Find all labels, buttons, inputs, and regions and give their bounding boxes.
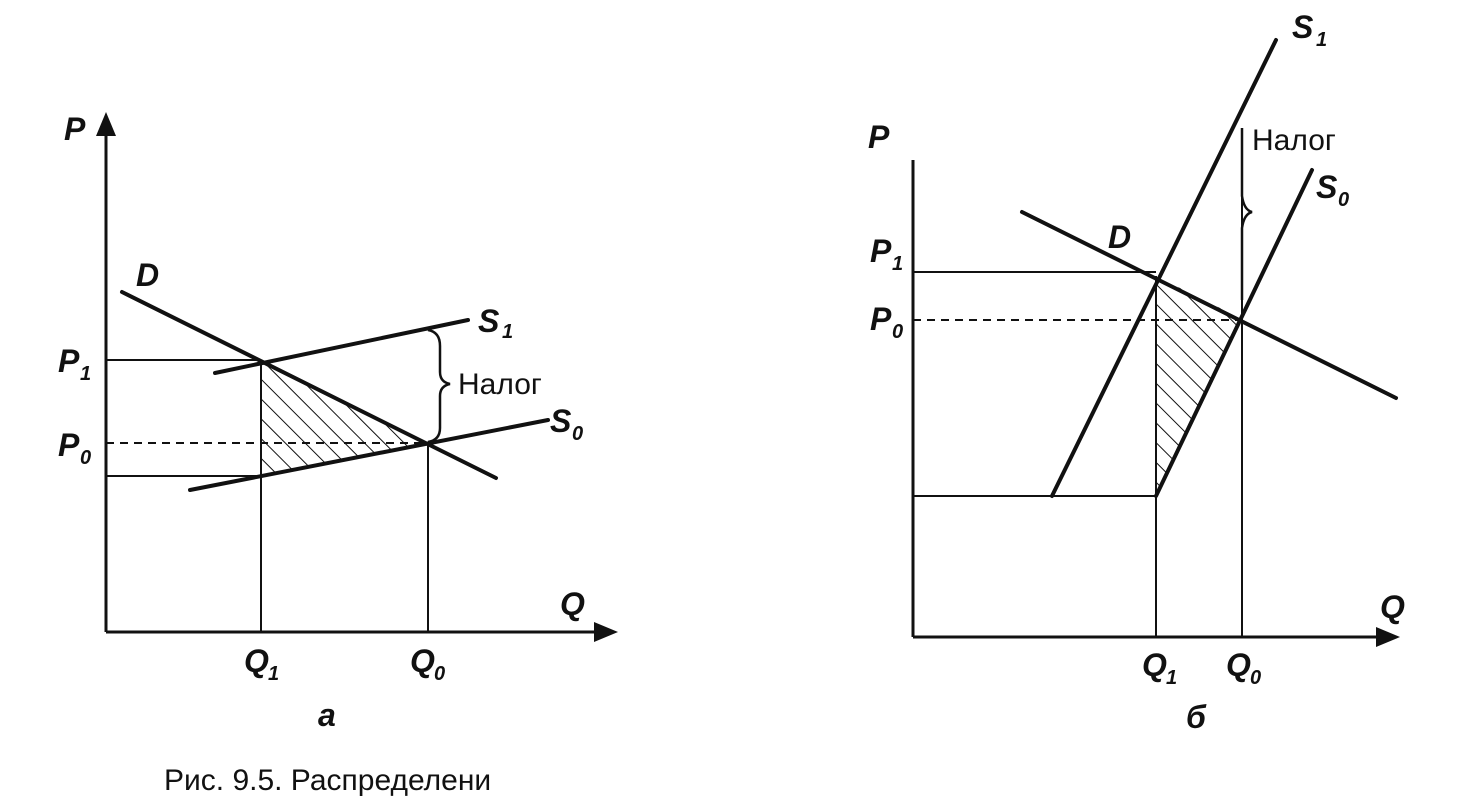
demand-label-a: D — [136, 257, 159, 293]
p0-subscript-a: 0 — [80, 447, 91, 469]
q0-label-a: Q — [410, 643, 435, 679]
s0-subscript-b: 0 — [1338, 189, 1349, 211]
q-axis-label-a: Q — [560, 586, 585, 622]
p1-label-b: P — [870, 233, 892, 269]
q0-subscript-a: 0 — [434, 663, 445, 685]
demand-curve-a — [120, 290, 498, 480]
panel-a: P Q D S 1 S 0 P 1 P 0 Q 1 Q 0 Налог а — [58, 111, 618, 733]
q1-subscript-b: 1 — [1166, 667, 1177, 689]
q1-label-b: Q — [1142, 647, 1167, 683]
panel-b: P Q D S 1 S 0 P 1 P 0 Q 1 Q 0 Налог б — [868, 9, 1405, 735]
tax-label-b: Налог — [1252, 124, 1336, 157]
p1-subscript-a: 1 — [80, 363, 91, 385]
q1-subscript-a: 1 — [268, 663, 279, 685]
p-axis-arrow-a — [96, 112, 116, 136]
p1-label-a: P — [58, 343, 80, 379]
p0-label-a: P — [58, 427, 80, 463]
s1-subscript-a: 1 — [502, 321, 513, 343]
supply-s1-curve-a — [213, 318, 470, 375]
s1-label-b: S — [1292, 9, 1314, 45]
q-axis-arrow-b — [1376, 627, 1400, 647]
q-axis-label-b: Q — [1380, 589, 1405, 625]
panel-letter-b: б — [1186, 699, 1207, 735]
p-axis-label-b: P — [868, 119, 890, 155]
s0-label-b: S — [1316, 169, 1338, 205]
figure-caption: Рис. 9.5. Распределени — [164, 764, 491, 797]
tax-brace-b — [1240, 128, 1253, 300]
p0-subscript-b: 0 — [892, 321, 903, 343]
q-axis-arrow-a — [594, 622, 618, 642]
s1-subscript-b: 1 — [1316, 29, 1327, 51]
tax-brace-a — [427, 328, 451, 444]
s0-subscript-a: 0 — [572, 423, 583, 445]
tax-label-a: Налог — [458, 368, 542, 401]
p0-label-b: P — [870, 301, 892, 337]
p-axis-label-a: P — [64, 111, 86, 147]
s1-label-a: S — [478, 303, 500, 339]
q0-label-b: Q — [1226, 647, 1251, 683]
supply-s0-curve-a — [188, 418, 550, 492]
q0-subscript-b: 0 — [1250, 667, 1261, 689]
demand-curve-b — [1020, 210, 1398, 400]
q1-label-a: Q — [244, 643, 269, 679]
supply-s1-curve-b — [1050, 38, 1278, 498]
deadweight-loss-area-a — [261, 363, 428, 476]
p1-subscript-b: 1 — [892, 253, 903, 275]
demand-label-b: D — [1108, 219, 1131, 255]
s0-label-a: S — [550, 403, 572, 439]
deadweight-loss-area-b — [1156, 276, 1240, 496]
supply-s0-curve-b — [1154, 168, 1314, 498]
panel-letter-a: а — [318, 697, 336, 733]
